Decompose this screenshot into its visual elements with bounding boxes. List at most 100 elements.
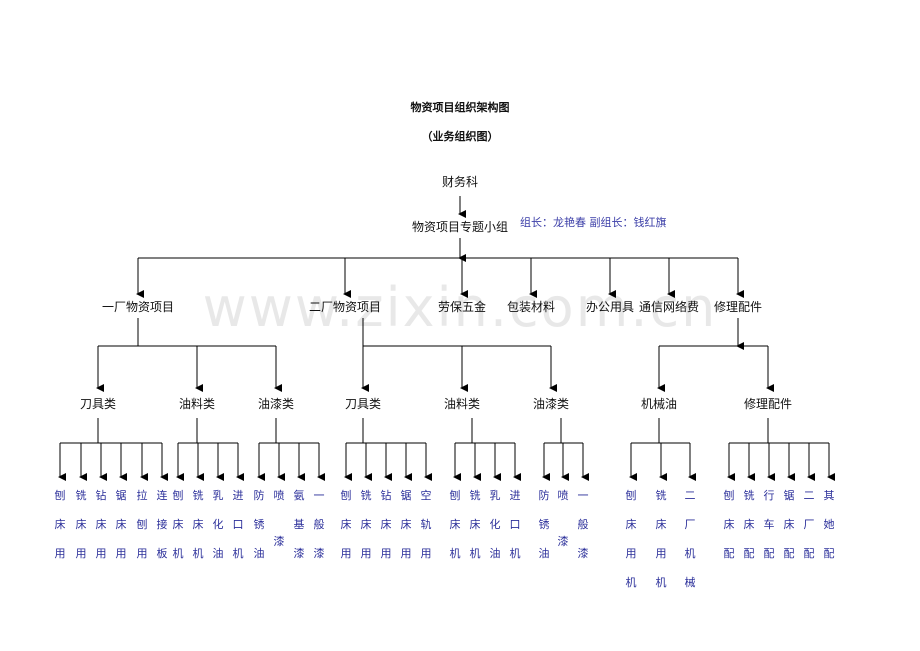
- leaf-char: 钻: [96, 488, 107, 502]
- leaf-char: 机: [233, 546, 244, 560]
- leaf-char: 拉: [137, 488, 148, 502]
- leaf-char: 油: [490, 546, 501, 560]
- leaf-char: 轨: [421, 517, 432, 531]
- leaf-char: 用: [76, 547, 87, 560]
- leaf-char: 用: [381, 547, 392, 560]
- leaf-char: 床: [656, 517, 667, 531]
- leaf-char: 刨: [341, 488, 352, 502]
- leaf-char: 般: [314, 518, 325, 531]
- leaf-char: 防: [254, 488, 265, 502]
- leaf-char: 油: [213, 546, 224, 560]
- leaf-char: 锈: [254, 518, 265, 531]
- leaf-char: 喷: [558, 489, 569, 502]
- leaf-char: 二: [804, 489, 815, 502]
- leaf-char: 配: [724, 547, 735, 560]
- level1-node-label: 办公用具: [586, 299, 634, 314]
- leaf-char: 用: [96, 547, 107, 560]
- leaf-char: 空: [421, 488, 432, 502]
- leaf-char: 进: [510, 489, 521, 502]
- leaf-char: 乳: [213, 489, 224, 502]
- leaf-char: 其: [824, 489, 835, 502]
- leaf-char: 油: [539, 546, 550, 560]
- leaf-char: 刨: [450, 488, 461, 502]
- leaf-char: 行: [764, 489, 775, 502]
- leaf-char: 一: [314, 489, 325, 502]
- leaf-char: 用: [401, 547, 412, 560]
- leaf-char: 用: [341, 547, 352, 560]
- leaf-char: 机: [626, 575, 637, 589]
- leaf-char: 用: [55, 547, 66, 560]
- leaf-char: 铣: [361, 488, 372, 502]
- leaf-char: 床: [450, 517, 461, 531]
- leaf-char: 化: [213, 517, 224, 531]
- leaf-char: 铣: [193, 488, 204, 502]
- leaf-char: 铣: [470, 488, 481, 502]
- leaf-char: 机: [470, 546, 481, 560]
- leaf-char: 用: [137, 547, 148, 560]
- leaf-char: 械: [685, 575, 696, 589]
- leaf-char: 配: [804, 547, 815, 560]
- leaf-char: 床: [116, 517, 127, 531]
- leaf-char: 车: [764, 517, 775, 531]
- leaf-char: 用: [116, 547, 127, 560]
- leaf-char: 用: [626, 547, 637, 560]
- leaf-char: 机: [173, 546, 184, 560]
- leaf-char: 床: [381, 517, 392, 531]
- leaf-char: 用: [361, 547, 372, 560]
- leaf-char: 用: [656, 547, 667, 560]
- leaf-char: 二: [685, 489, 696, 502]
- leaf-char: 刨: [55, 488, 66, 502]
- leaf-char: 锈: [539, 518, 550, 531]
- leaf-char: 漆: [274, 535, 285, 548]
- leaf-char: 板: [157, 546, 168, 560]
- level1-node-label: 二厂物资项目: [309, 300, 381, 314]
- leaf-char: 漆: [558, 535, 569, 548]
- leaf-char: 漆: [294, 547, 305, 560]
- watermark-text: www.zixin.com.cn: [203, 276, 718, 339]
- level2-node-label: 刀具类: [80, 397, 116, 411]
- leaf-char: 厂: [804, 518, 815, 531]
- leaf-char: 进: [233, 489, 244, 502]
- leaf-char: 喷: [274, 489, 285, 502]
- leaf-char: 配: [744, 547, 755, 560]
- level1-node-label: 修理配件: [714, 299, 762, 314]
- level1-node-label: 包装材料: [507, 300, 555, 314]
- level1-node-label: 通信网络费: [639, 299, 699, 314]
- leaf-char: 刨: [137, 517, 148, 531]
- leaf-char: 乳: [490, 489, 501, 502]
- leaf-char: 机: [685, 546, 696, 560]
- leaf-char: 机: [450, 546, 461, 560]
- leaf-char: 床: [401, 517, 412, 531]
- leaf-char: 配: [764, 547, 775, 560]
- leaf-char: 铣: [744, 488, 755, 502]
- chart-subtitle: （业务组织图）: [422, 129, 499, 143]
- leaf-char: 漆: [578, 547, 589, 560]
- level1-node-label: 劳保五金: [438, 299, 486, 314]
- leaf-char: 床: [626, 517, 637, 531]
- leaf-char: 配: [824, 547, 835, 560]
- leaf-char: 氨: [294, 489, 305, 502]
- leaf-char: 床: [724, 517, 735, 531]
- leaf-char: 铣: [76, 488, 87, 502]
- leaf-char: 铣: [656, 488, 667, 502]
- leaf-char: 床: [173, 517, 184, 531]
- level2-node-label: 刀具类: [345, 397, 381, 411]
- leaf-char: 床: [76, 517, 87, 531]
- leaf-char: 床: [96, 517, 107, 531]
- leaf-char: 床: [744, 517, 755, 531]
- level2-node-label: 油漆类: [533, 397, 569, 411]
- leaf-char: 机: [193, 546, 204, 560]
- group-leader-note: 组长：龙艳春 副组长：钱红旗: [520, 215, 667, 229]
- leaf-char: 她: [824, 517, 835, 531]
- leaf-char: 连: [157, 489, 168, 502]
- level2-node-label: 油料类: [179, 397, 215, 411]
- leaf-char: 配: [784, 547, 795, 560]
- level1-node-label: 一厂物资项目: [102, 300, 174, 314]
- leaf-char: 机: [656, 575, 667, 589]
- leaf-char: 刨: [724, 488, 735, 502]
- leaf-char: 口: [510, 518, 521, 531]
- leaf-char: 防: [539, 488, 550, 502]
- leaf-char: 般: [578, 518, 589, 531]
